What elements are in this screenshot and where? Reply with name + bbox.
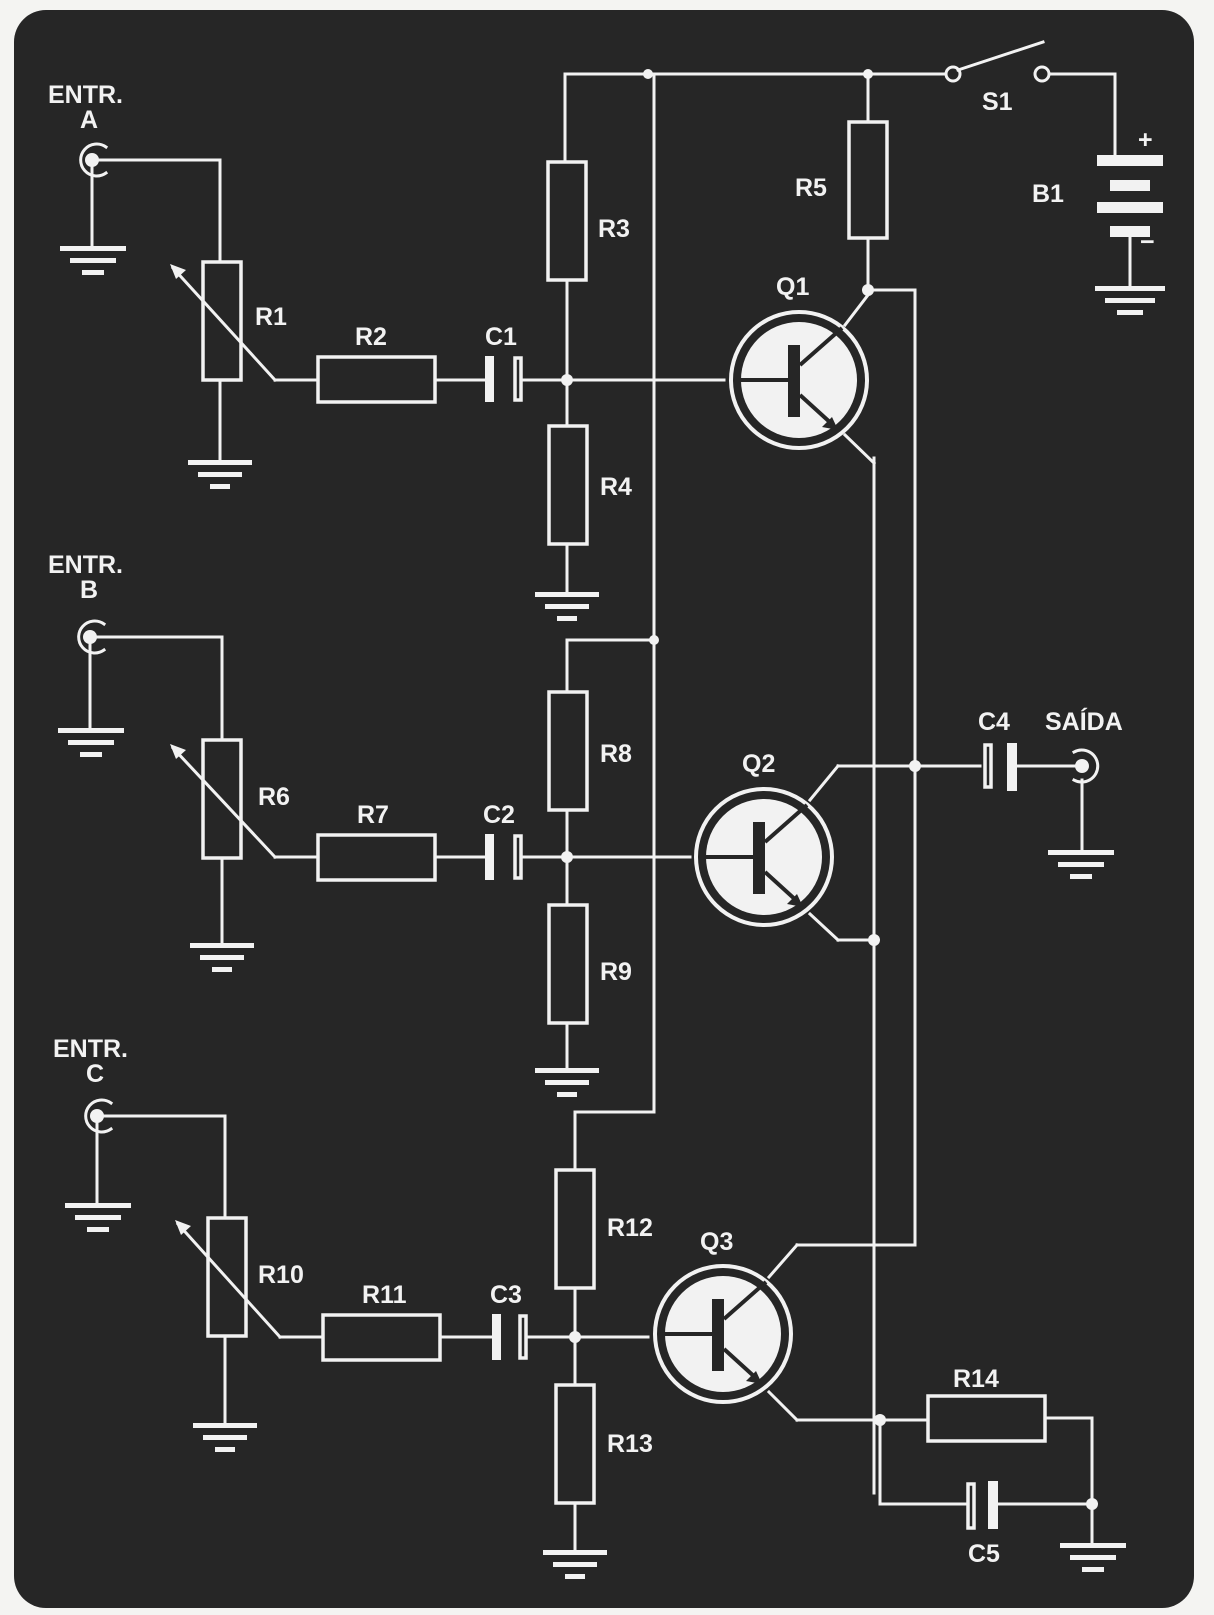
- svg-text:Q2: Q2: [742, 750, 775, 778]
- svg-text:C2: C2: [483, 801, 515, 829]
- emitter-network: R14 C5: [878, 1365, 1126, 1572]
- svg-text:R4: R4: [600, 473, 632, 501]
- output-section: C4 SAÍDA: [978, 707, 1123, 879]
- svg-text:R10: R10: [258, 1261, 304, 1289]
- resistor-r4: R4: [535, 424, 632, 621]
- svg-text:R7: R7: [357, 801, 389, 829]
- svg-text:R11: R11: [362, 1281, 407, 1309]
- ground-icon: [1060, 1543, 1126, 1572]
- resistor-r2: R2: [316, 323, 487, 404]
- switch-label: S1: [982, 88, 1013, 116]
- ground-icon: [1095, 286, 1165, 315]
- board-background: [14, 10, 1194, 1608]
- svg-text:C5: C5: [968, 1540, 1000, 1568]
- battery-label: B1: [1032, 180, 1064, 208]
- c4-label: C4: [978, 708, 1010, 736]
- svg-text:R3: R3: [598, 215, 630, 243]
- resistor-r14: R14: [926, 1365, 1094, 1547]
- svg-text:R6: R6: [258, 783, 290, 811]
- svg-text:R13: R13: [607, 1430, 653, 1458]
- svg-text:ENTR.: ENTR.: [48, 81, 123, 109]
- stage-c: ENTR. C R10 R11 C3: [53, 1035, 930, 1579]
- r5-label: R5: [795, 174, 827, 202]
- svg-text:B: B: [80, 576, 98, 604]
- potentiometer-r10: R10: [175, 1114, 325, 1452]
- potentiometer-r1: R1: [170, 158, 320, 489]
- resistor-r13: R13: [543, 1383, 653, 1579]
- svg-text:C1: C1: [485, 323, 517, 351]
- transistor-q3: Q3: [653, 1228, 930, 1426]
- svg-text:ENTR.: ENTR.: [53, 1035, 128, 1063]
- potentiometer-r6: R6: [170, 635, 320, 972]
- resistor-r12: R12: [554, 1110, 656, 1387]
- battery-minus: −: [1140, 228, 1155, 256]
- svg-text:A: A: [80, 106, 98, 134]
- battery-b1: + − B1: [1032, 126, 1165, 315]
- output-label: SAÍDA: [1045, 707, 1123, 736]
- battery-plus: +: [1138, 126, 1153, 154]
- resistor-r7: R7: [316, 801, 487, 882]
- stage-a: ENTR. A R1 R2 C1: [48, 81, 877, 621]
- resistor-r5: R5: [795, 72, 889, 292]
- svg-text:C: C: [86, 1060, 104, 1088]
- capacitor-c3: C3: [490, 1281, 650, 1360]
- resistor-r9: R9: [535, 903, 632, 1097]
- capacitor-c2: C2: [483, 801, 692, 880]
- svg-text:R1: R1: [255, 303, 287, 331]
- svg-text:Q1: Q1: [776, 273, 809, 301]
- transistor-q1: Q1: [729, 273, 877, 466]
- svg-text:Q3: Q3: [700, 1228, 733, 1256]
- transistor-q2: Q2: [694, 750, 982, 946]
- capacitor-c5: C5: [878, 1418, 1098, 1568]
- svg-text:R12: R12: [607, 1214, 653, 1242]
- resistor-r11: R11: [321, 1281, 494, 1362]
- svg-text:R14: R14: [953, 1365, 999, 1393]
- resistor-r3: R3: [546, 160, 630, 428]
- svg-text:R9: R9: [600, 958, 632, 986]
- svg-text:R2: R2: [355, 323, 387, 351]
- svg-text:R8: R8: [600, 740, 632, 768]
- svg-text:C3: C3: [490, 1281, 522, 1309]
- input-jack-b: ENTR. B: [48, 551, 224, 757]
- power-section: S1 + − B1: [563, 40, 1165, 315]
- svg-text:ENTR.: ENTR.: [48, 551, 123, 579]
- input-jack-a: ENTR. A: [48, 81, 222, 275]
- stage-b: ENTR. B R6 R7 C2: [48, 551, 982, 1097]
- resistor-r8: R8: [547, 635, 659, 907]
- switch-s1: S1: [944, 40, 1117, 157]
- input-jack-c: ENTR. C: [53, 1035, 227, 1232]
